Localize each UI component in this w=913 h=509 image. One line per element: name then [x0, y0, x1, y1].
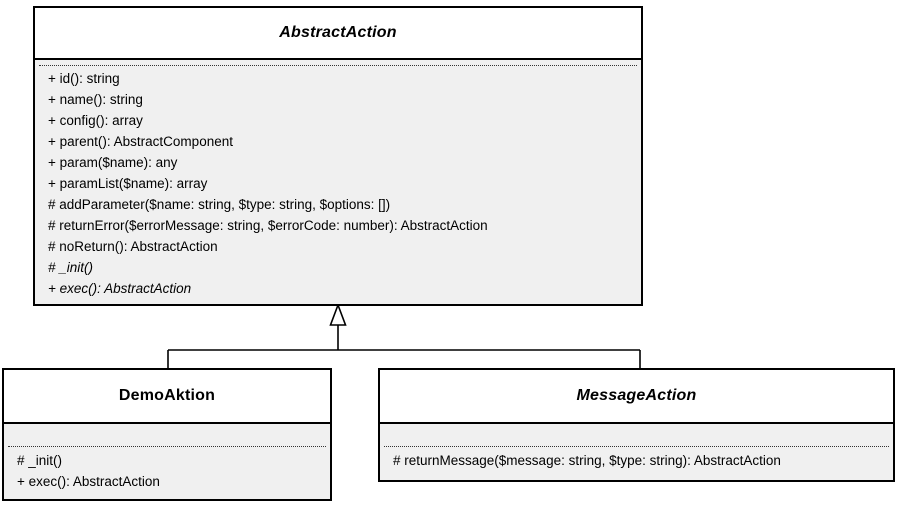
operation-row: # addParameter($name: string, $type: str…: [48, 197, 391, 212]
class-operations-abstract-action: + id(): string + name(): string + config…: [35, 66, 641, 299]
class-header-abstract-action: AbstractAction: [35, 8, 641, 60]
class-attributes-demo-aktion: [4, 424, 330, 446]
class-body-abstract-action: + id(): string + name(): string + config…: [35, 60, 641, 304]
operation-row: + name(): string: [48, 92, 143, 107]
compartment-separator: [384, 446, 889, 447]
class-attributes-message-action: [380, 424, 893, 446]
operation-row: + exec(): AbstractAction: [48, 281, 192, 296]
hollow-triangle-arrowhead-icon: [329, 302, 347, 326]
class-body-demo-aktion: # _init() + exec(): AbstractAction: [4, 424, 330, 499]
operation-row: # noReturn(): AbstractAction: [48, 239, 218, 254]
operation-row: + id(): string: [48, 71, 120, 86]
class-name-demo-aktion: DemoAktion: [118, 387, 216, 404]
uml-class-abstract-action[interactable]: AbstractAction + id(): string + name(): …: [33, 6, 643, 306]
operation-row: + parent(): AbstractComponent: [48, 134, 233, 149]
operation-row: # returnMessage($message: string, $type:…: [393, 453, 781, 468]
uml-class-demo-aktion[interactable]: DemoAktion # _init() + exec(): AbstractA…: [2, 368, 332, 501]
class-header-message-action: MessageAction: [380, 370, 893, 424]
compartment-separator: [39, 65, 637, 66]
operation-row: + config(): array: [48, 113, 143, 128]
class-name-abstract-action: AbstractAction: [279, 24, 397, 41]
operation-row: + exec(): AbstractAction: [17, 474, 160, 489]
class-header-demo-aktion: DemoAktion: [4, 370, 330, 424]
class-body-message-action: # returnMessage($message: string, $type:…: [380, 424, 893, 480]
class-operations-demo-aktion: # _init() + exec(): AbstractAction: [4, 447, 330, 492]
operation-row: + param($name): any: [48, 155, 178, 170]
uml-class-message-action[interactable]: MessageAction # returnMessage($message: …: [378, 368, 895, 482]
operation-row: # _init(): [48, 260, 94, 275]
operation-row: + paramList($name): array: [48, 176, 208, 191]
class-name-message-action: MessageAction: [576, 387, 697, 404]
compartment-separator: [8, 446, 326, 447]
operation-row: # returnError($errorMessage: string, $er…: [48, 218, 488, 233]
class-operations-message-action: # returnMessage($message: string, $type:…: [380, 447, 893, 471]
operation-row: # _init(): [17, 453, 63, 468]
